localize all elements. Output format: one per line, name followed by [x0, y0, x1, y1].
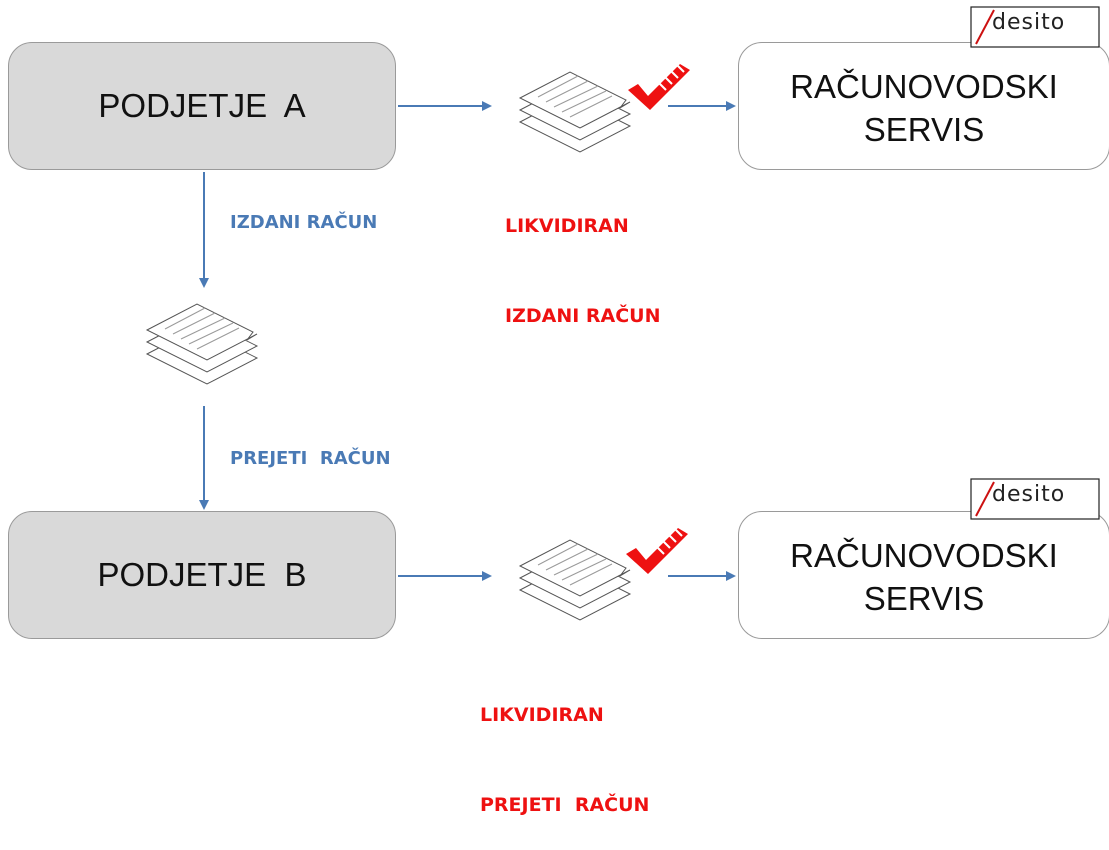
document-stack-icon: [519, 71, 631, 153]
document-stack-icon: [146, 303, 258, 385]
status-bottom-line2: PREJETI RAČUN: [480, 794, 650, 816]
service-bottom-line1: RAČUNOVODSKI: [790, 537, 1058, 574]
service-top-line2: SERVIS: [863, 111, 985, 148]
logo-text: desito: [992, 482, 1066, 507]
company-a-box: PODJETJE A: [8, 42, 396, 170]
logo-text: desito: [992, 10, 1066, 35]
checkmark-icon: [625, 527, 689, 575]
accounting-service-bottom-box: RAČUNOVODSKI SERVIS: [738, 511, 1109, 639]
desito-logo: desito: [970, 478, 1102, 520]
status-top-label: LIKVIDIRAN IZDANI RAČUN: [505, 151, 661, 361]
status-top-line2: IZDANI RAČUN: [505, 305, 661, 327]
company-b-box: PODJETJE B: [8, 511, 396, 639]
diagram-canvas: [146, 63, 736, 621]
company-b-label: PODJETJE B: [97, 556, 307, 593]
status-bottom-line1: LIKVIDIRAN: [480, 704, 604, 726]
status-bottom-label: LIKVIDIRAN PREJETI RAČUN: [480, 640, 649, 850]
document-stack-icon: [519, 539, 631, 621]
desito-logo: desito: [970, 6, 1102, 48]
status-top-line1: LIKVIDIRAN: [505, 215, 629, 237]
checkmark-icon: [627, 63, 691, 111]
service-bottom-line2: SERVIS: [863, 580, 985, 617]
company-a-label: PODJETJE A: [98, 87, 306, 124]
accounting-service-top-box: RAČUNOVODSKI SERVIS: [738, 42, 1109, 170]
issued-invoice-label: IZDANI RAČUN: [230, 212, 378, 233]
received-invoice-label: PREJETI RAČUN: [230, 448, 391, 469]
service-top-line1: RAČUNOVODSKI: [790, 68, 1058, 105]
